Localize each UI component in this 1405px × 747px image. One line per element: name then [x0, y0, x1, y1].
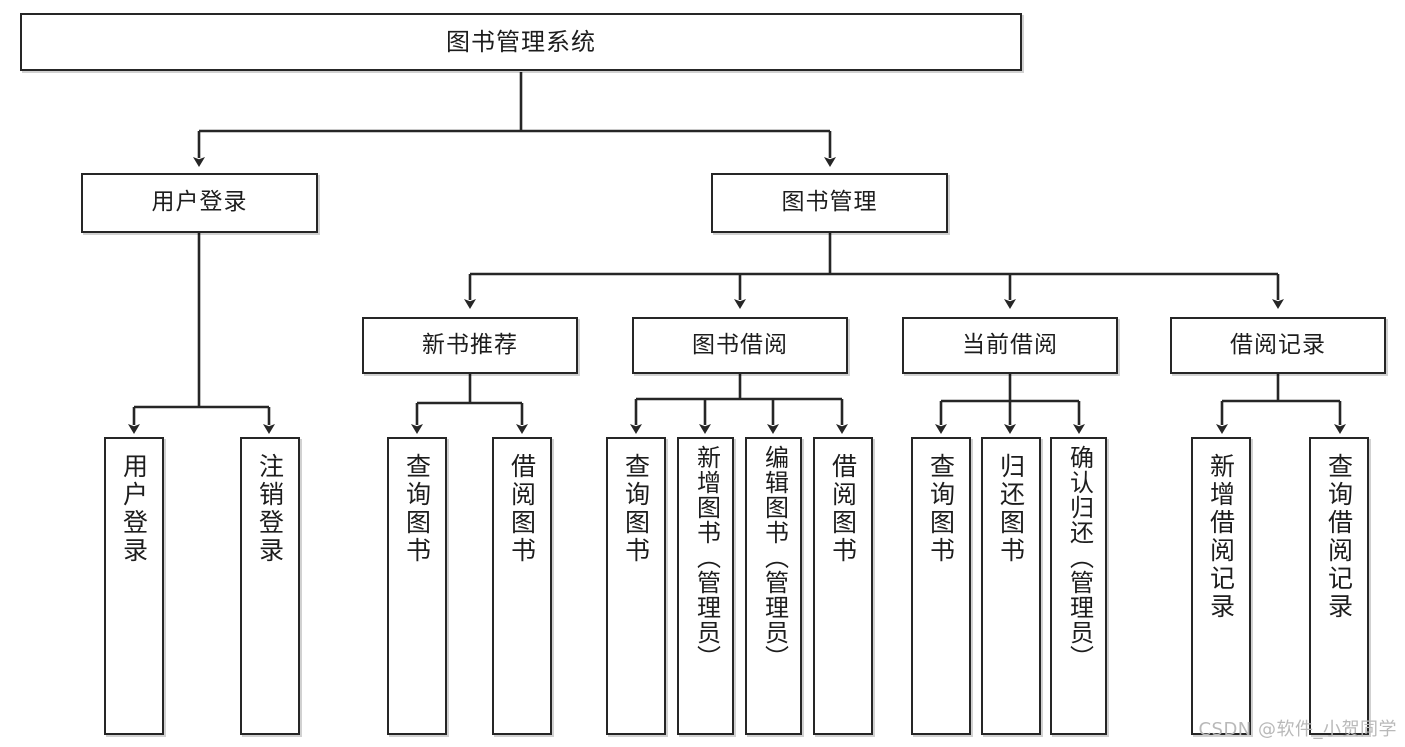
- node-borrow-record[interactable]: 借阅记录: [1170, 317, 1386, 374]
- node-current-borrow-label: 当前借阅: [962, 331, 1058, 358]
- leaf-confirm-return[interactable]: 确认归还（管理员）: [1050, 437, 1107, 735]
- leaf-borrow-book-2-label: 借阅图书: [828, 453, 858, 565]
- node-root[interactable]: 图书管理系统: [20, 13, 1022, 71]
- leaf-query-record[interactable]: 查询借阅记录: [1309, 437, 1369, 735]
- node-book-manage[interactable]: 图书管理: [711, 173, 948, 233]
- node-book-borrow-label: 图书借阅: [692, 331, 788, 358]
- leaf-user-login[interactable]: 用户登录: [104, 437, 164, 735]
- node-book-borrow[interactable]: 图书借阅: [632, 317, 848, 374]
- node-new-book-rec-label: 新书推荐: [422, 331, 518, 358]
- leaf-confirm-return-label: 确认归还（管理员）: [1065, 445, 1094, 670]
- leaf-add-record[interactable]: 新增借阅记录: [1191, 437, 1251, 735]
- node-user-login[interactable]: 用户登录: [81, 173, 318, 233]
- leaf-edit-book[interactable]: 编辑图书（管理员）: [745, 437, 802, 735]
- leaf-user-logout[interactable]: 注销登录: [240, 437, 300, 735]
- csdn-watermark: CSDN @软件_小贺同学: [1198, 719, 1397, 740]
- leaf-borrow-book-1[interactable]: 借阅图书: [492, 437, 552, 735]
- leaf-return-book-label: 归还图书: [996, 453, 1026, 565]
- leaf-query-book-2[interactable]: 查询图书: [606, 437, 666, 735]
- leaf-user-logout-label: 注销登录: [255, 453, 285, 565]
- leaf-add-book[interactable]: 新增图书（管理员）: [677, 437, 734, 735]
- node-user-login-label: 用户登录: [151, 189, 248, 216]
- node-root-label: 图书管理系统: [446, 27, 596, 56]
- leaf-add-record-label: 新增借阅记录: [1206, 453, 1236, 621]
- leaf-add-book-label: 新增图书（管理员）: [692, 445, 721, 670]
- leaf-query-book-3[interactable]: 查询图书: [911, 437, 971, 735]
- leaf-query-book-3-label: 查询图书: [926, 453, 956, 565]
- node-current-borrow[interactable]: 当前借阅: [902, 317, 1118, 374]
- leaf-borrow-book-2[interactable]: 借阅图书: [813, 437, 873, 735]
- leaf-query-book-1[interactable]: 查询图书: [387, 437, 447, 735]
- leaf-query-record-label: 查询借阅记录: [1324, 453, 1354, 621]
- leaf-borrow-book-1-label: 借阅图书: [507, 453, 537, 565]
- leaf-edit-book-label: 编辑图书（管理员）: [760, 445, 789, 670]
- leaf-query-book-2-label: 查询图书: [621, 453, 651, 565]
- node-book-manage-label: 图书管理: [781, 189, 878, 216]
- node-borrow-record-label: 借阅记录: [1230, 331, 1326, 358]
- leaf-query-book-1-label: 查询图书: [402, 453, 432, 565]
- leaf-user-login-label: 用户登录: [119, 453, 149, 565]
- node-new-book-rec[interactable]: 新书推荐: [362, 317, 578, 374]
- leaf-return-book[interactable]: 归还图书: [981, 437, 1041, 735]
